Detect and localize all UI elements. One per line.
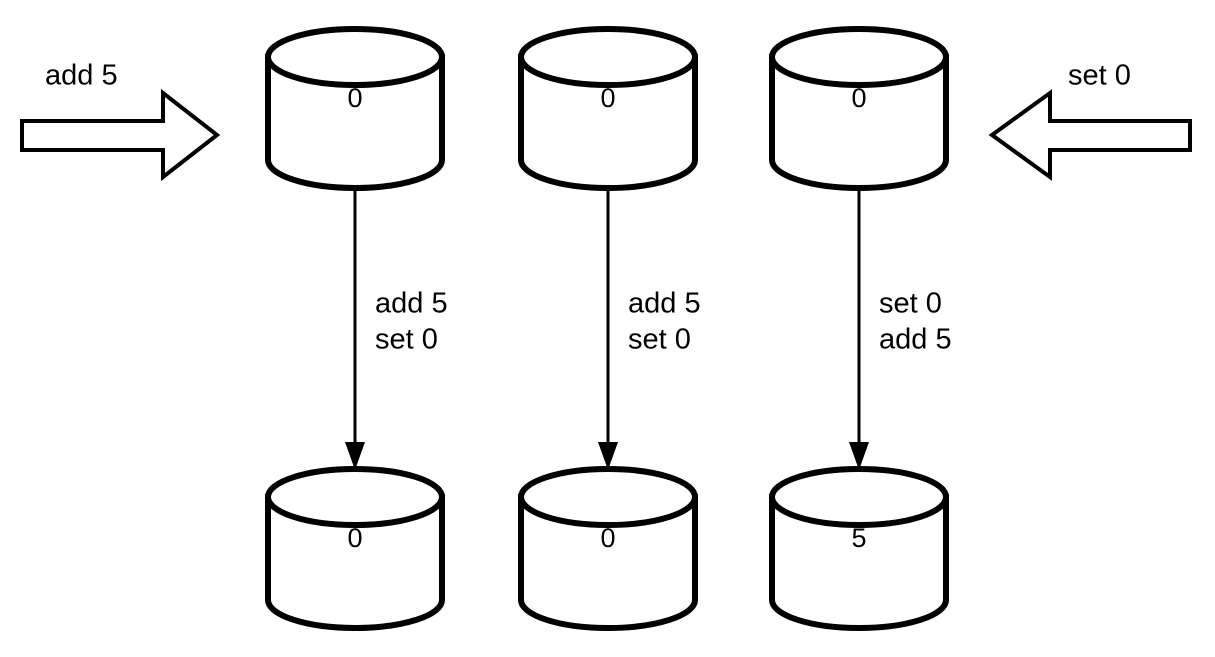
arrowhead-down-icon <box>345 442 365 470</box>
cylinder-top-ellipse <box>518 26 698 88</box>
cylinder-body <box>265 54 445 191</box>
cylinder-top-ellipse <box>265 466 445 528</box>
replica-2-initial-value: 0 <box>600 83 615 113</box>
replica-3-operation-1: set 0 <box>879 288 942 320</box>
cylinder-body <box>518 494 698 631</box>
arrow-left-shape <box>988 89 1192 181</box>
arrowhead-down-icon <box>849 442 869 470</box>
replica-3-bottom-cylinder[interactable]: 5 <box>769 466 949 631</box>
replica-3-top-cylinder[interactable]: 0 <box>769 26 949 191</box>
cylinder-top-ellipse <box>518 466 698 528</box>
replica-3-operation-2: add 5 <box>879 324 952 356</box>
cylinder-body <box>518 54 698 191</box>
input-arrow-right[interactable] <box>988 89 1192 181</box>
replica-2-top-cylinder[interactable]: 0 <box>518 26 698 191</box>
replica-2-bottom-cylinder[interactable]: 0 <box>518 466 698 631</box>
replica-1-initial-value: 0 <box>347 83 362 113</box>
replica-3-connector <box>849 188 869 470</box>
arrow-right-shape <box>20 88 221 182</box>
replica-2-connector <box>598 188 618 470</box>
replica-1-operation-1: add 5 <box>375 288 448 320</box>
replica-2-operation-1: add 5 <box>628 288 701 320</box>
replica-2-final-value: 0 <box>600 523 615 553</box>
input-arrow-left-label: add 5 <box>45 60 118 92</box>
cylinder-top-ellipse <box>769 466 949 528</box>
input-arrow-left[interactable] <box>20 88 221 182</box>
replica-3-initial-value: 0 <box>851 83 866 113</box>
cylinder-body <box>265 494 445 631</box>
replica-1-operation-2: set 0 <box>375 324 438 356</box>
replica-2-operation-2: set 0 <box>628 324 691 356</box>
cylinder-top-ellipse <box>769 26 949 88</box>
replica-1-bottom-cylinder[interactable]: 0 <box>265 466 445 631</box>
replica-3-final-value: 5 <box>851 523 866 553</box>
arrowhead-down-icon <box>598 442 618 470</box>
cylinder-body <box>769 54 949 191</box>
replica-1-top-cylinder[interactable]: 0 <box>265 26 445 191</box>
cylinder-top-ellipse <box>265 26 445 88</box>
replica-1-connector <box>345 188 365 470</box>
cylinder-body <box>769 494 949 631</box>
replica-1-final-value: 0 <box>347 523 362 553</box>
input-arrow-right-label: set 0 <box>1068 60 1131 92</box>
